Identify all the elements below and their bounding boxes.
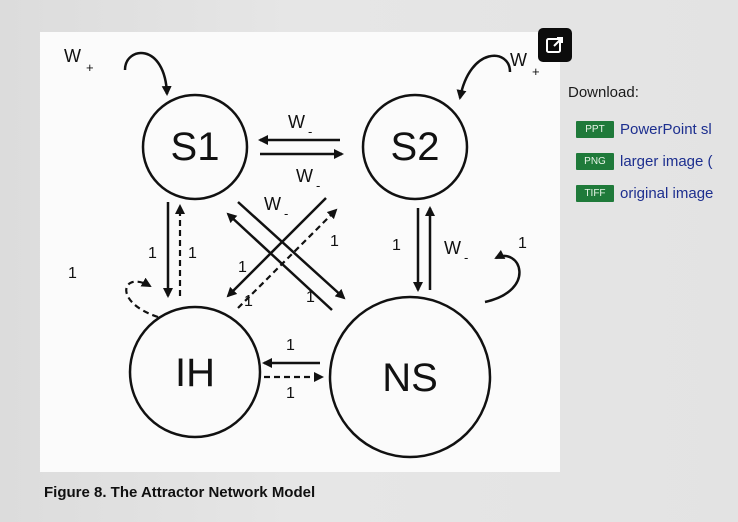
node-ns [328,295,492,459]
self-loop-s2 [456,54,512,100]
label-plus-s1: + [86,60,94,75]
self-loop-s1 [123,51,172,96]
node-s2 [361,93,469,201]
label-plus-s2: + [532,64,540,79]
expand-figure-button[interactable] [538,28,572,62]
node-label-s2: S2 [391,125,440,169]
edge-s1-to-ns [237,201,346,300]
edge-s2-to-ih [226,197,327,298]
label-one-diag-right: 1 [330,233,339,250]
label-one-ih-ns-bottom: 1 [286,385,295,402]
edge-ih-to-s2 [237,208,338,309]
label-minus-top: - [308,124,312,139]
download-item-png[interactable]: PNG larger image ( [568,147,738,175]
self-loop-ns [484,249,521,304]
self-loop-ih [125,277,159,319]
label-minus-right: - [464,250,468,265]
edge-ns-to-s1 [226,212,333,311]
label-minus-diag: - [284,206,288,221]
attractor-network-diagram: S1 S2 IH NS W + W + W - W - [64,46,540,459]
label-w-plus-s2: W [510,50,527,70]
figure-panel: S1 S2 IH NS W + W + W - W - [40,32,560,472]
open-in-new-icon [546,37,563,53]
label-one-diag-lower-left: 1 [244,293,253,310]
png-badge: PNG [576,152,614,170]
label-one-ih-ns-top: 1 [286,337,295,354]
download-link-ppt[interactable]: PowerPoint sl [620,120,712,138]
label-w-minus-mid: W [296,166,313,186]
label-one-s1-ih-left: 1 [148,245,157,262]
ppt-badge: PPT [576,120,614,138]
label-w-plus-s1: W [64,46,81,66]
node-label-ns: NS [382,356,438,400]
label-one-diag-lower-right: 1 [306,289,315,306]
figure-caption: Figure 8. The Attractor Network Model [44,484,316,501]
download-link-tiff[interactable]: original image [620,184,714,202]
download-item-tiff[interactable]: TIFF original image [568,179,738,207]
label-one-s1-ih-right: 1 [188,245,197,262]
label-one-ns-loop: 1 [518,235,527,252]
label-one-diag-left: 1 [238,259,247,276]
download-panel: Download: PPT PowerPoint sl PNG larger i… [568,84,738,211]
download-title: Download: [568,84,639,101]
tiff-badge: TIFF [576,184,614,202]
download-link-png[interactable]: larger image ( [620,152,713,170]
node-s1 [141,93,249,201]
node-ih [128,305,262,439]
label-one-s2-ns: 1 [392,237,401,254]
label-w-minus-diag: W [264,194,281,214]
label-w-minus-right: W [444,238,461,258]
node-label-ih: IH [175,351,215,395]
label-w-minus-top: W [288,112,305,132]
label-minus-mid: - [316,178,320,193]
download-item-ppt[interactable]: PPT PowerPoint sl [568,115,738,143]
node-label-s1: S1 [171,125,220,169]
label-one-ih-loop: 1 [68,265,77,282]
